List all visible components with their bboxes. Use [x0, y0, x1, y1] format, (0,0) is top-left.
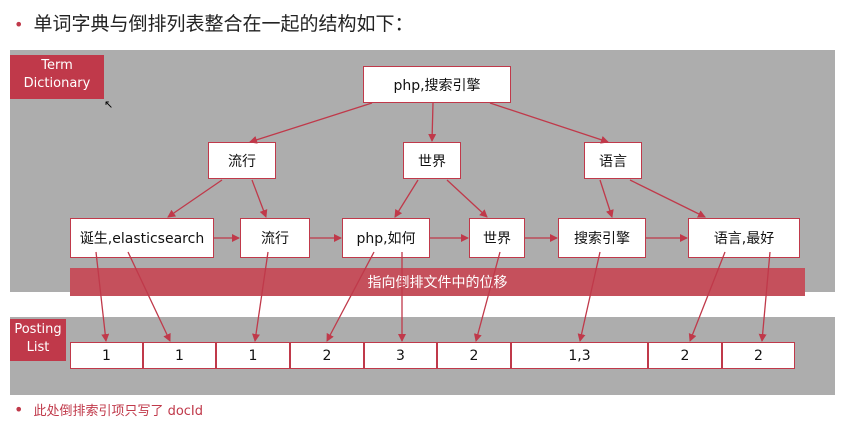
posting-cell-4: 3 — [364, 342, 437, 369]
posting-cell-1: 1 — [143, 342, 216, 369]
term-dictionary-label: Term Dictionary — [10, 55, 104, 99]
posting-label-line1: Posting — [14, 322, 62, 337]
leaf-node-2: php,如何 — [342, 218, 430, 258]
arrow-to-posting-2 — [252, 251, 269, 342]
term-label-line1: Term — [41, 58, 73, 73]
posting-label-line2: List — [26, 340, 50, 355]
posting-cell-7: 2 — [648, 342, 722, 369]
footnote-text: 此处倒排索引项只写了 docId — [33, 404, 204, 419]
arrow-root-to-l1-0 — [249, 102, 373, 144]
level1-node-1: 世界 — [403, 142, 461, 179]
arrow-l1-1-to-leaf-2 — [394, 179, 419, 218]
arrow-l1-0-to-leaf-0 — [167, 179, 223, 218]
posting-cell-0: 1 — [70, 342, 143, 369]
arrow-root-to-l1-2 — [489, 102, 609, 144]
arrow-to-posting-3 — [326, 251, 375, 342]
posting-cell-6: 1,3 — [511, 342, 648, 369]
arrow-to-posting-0 — [95, 251, 110, 342]
arrow-to-posting-8 — [758, 251, 771, 342]
posting-cell-2: 1 — [216, 342, 290, 369]
arrow-to-posting-6 — [577, 251, 601, 342]
level1-node-2: 语言 — [584, 142, 642, 179]
leaf-node-3: 世界 — [469, 218, 525, 258]
posting-list-label: Posting List — [10, 319, 66, 361]
mouse-cursor-icon: ↖ — [104, 98, 114, 111]
pointer-offset-band: 指向倒排文件中的位移 — [70, 268, 805, 296]
footnote-bullet: • — [14, 400, 24, 419]
leaf-node-0: 诞生,elasticsearch — [70, 218, 214, 258]
footnote: • 此处倒排索引项只写了 docId — [14, 400, 203, 419]
leaf-node-5: 语言,最好 — [688, 218, 800, 258]
level1-node-0: 流行 — [208, 142, 276, 179]
arrow-to-posting-7 — [688, 251, 726, 342]
posting-cell-5: 2 — [437, 342, 511, 369]
leaf-node-1: 流行 — [240, 218, 310, 258]
root-node: php,搜索引擎 — [363, 66, 511, 103]
slide-title-text: 单词字典与倒排列表整合在一起的结构如下： — [33, 13, 414, 35]
arrow-l1-0-to-leaf-1 — [251, 179, 268, 218]
arrow-to-posting-5 — [473, 251, 501, 342]
arrow-l1-2-to-leaf-4 — [599, 179, 614, 218]
arrow-to-posting-1 — [127, 251, 171, 342]
posting-cell-3: 2 — [290, 342, 364, 369]
leaf-node-4: 搜索引擎 — [558, 218, 646, 258]
arrow-l1-2-to-leaf-5 — [629, 179, 706, 218]
arrow-l1-1-to-leaf-3 — [446, 179, 488, 218]
slide-title: • 单词字典与倒排列表整合在一起的结构如下： — [14, 10, 413, 38]
bullet-dot: • — [14, 15, 24, 34]
posting-cell-8: 2 — [722, 342, 795, 369]
arrow-root-to-l1-1 — [428, 102, 437, 142]
term-label-line2: Dictionary — [23, 76, 91, 91]
